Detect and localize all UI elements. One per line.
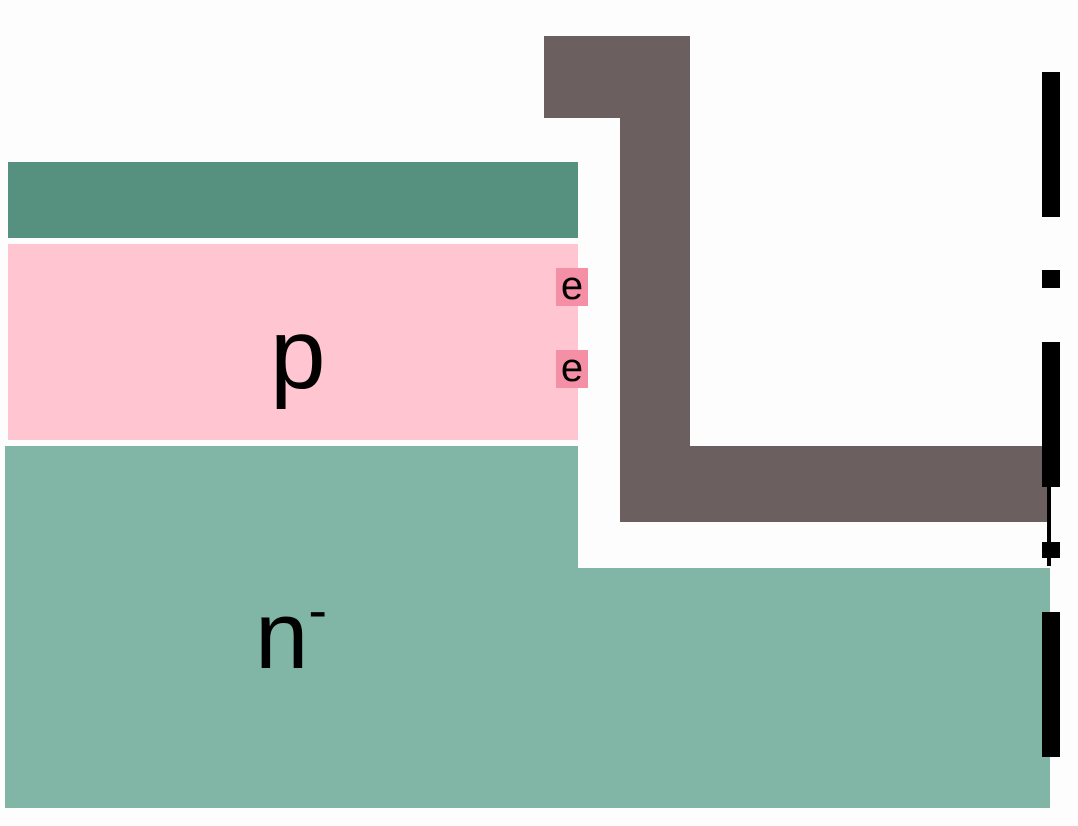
symmetry-axis-dash-3 [1042,612,1060,757]
n-region-left [5,446,578,808]
electron-marker-2: e [556,348,588,388]
symmetry-axis-dot-2 [1042,542,1060,558]
symmetry-axis-dash-1 [1042,72,1060,217]
n-region-letter: n [255,582,309,689]
p-region: p [8,244,578,440]
top-green-layer [8,162,578,238]
gate-horizontal-bar [620,446,1050,522]
n-region-bottom [578,568,1050,808]
symmetry-axis-thin-2 [1047,558,1051,566]
symmetry-axis-dot-1 [1042,270,1060,288]
gate-top-flange [544,36,690,118]
n-region-superscript: - [308,578,328,641]
p-region-label: p [270,298,326,410]
n-region-label: n- [255,582,327,684]
electron-marker-1: e [556,266,588,306]
symmetry-axis-dash-2 [1042,342,1060,487]
symmetry-axis-thin-1 [1047,487,1051,542]
